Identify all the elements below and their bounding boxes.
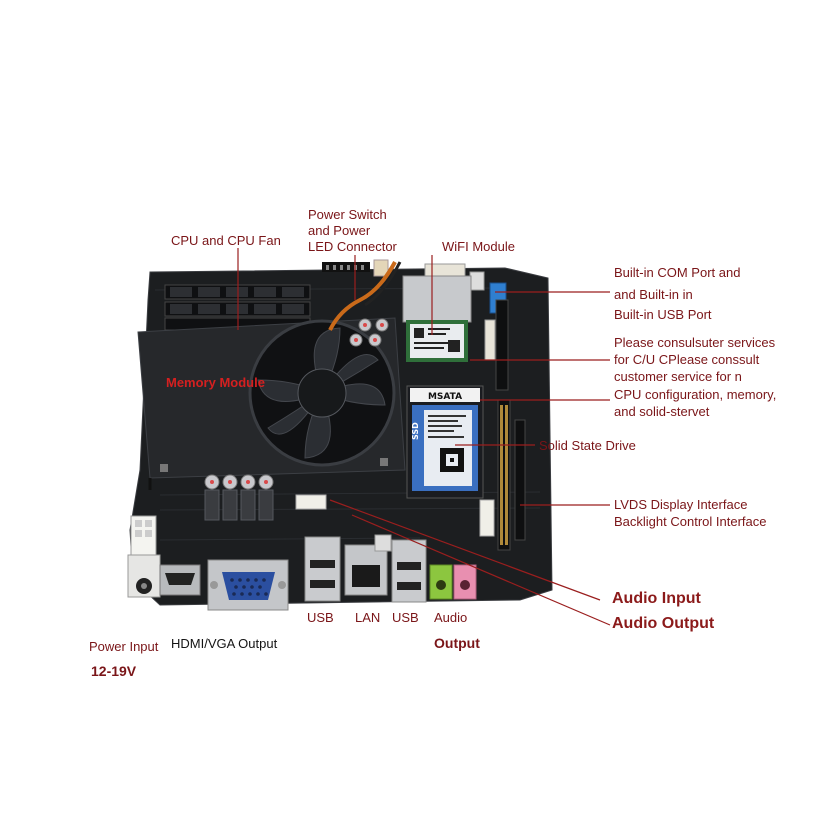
power-switch-label-line3: LED Connector — [308, 239, 397, 254]
service-note-line1: Please consulsuter services — [614, 335, 776, 350]
com-port-label-line2: and Built-in in — [614, 287, 693, 302]
msata-ssd: MSATA SSD — [406, 385, 484, 499]
service-note-line4: CPU configuration, memory, — [614, 387, 777, 402]
power-input-label: Power Input — [89, 639, 159, 654]
lvds-label-line1: LVDS Display Interface — [614, 497, 748, 512]
audio-short-label: Audio — [434, 610, 468, 625]
leader-lines — [237, 248, 611, 626]
power-switch-label-line1: Power Switch — [308, 207, 387, 222]
com-port-label-line3: Built-in USB Port — [614, 307, 712, 322]
wifi-module-label: WiFI Module — [442, 239, 515, 254]
ssd-label: Solid State Drive — [539, 438, 636, 453]
output-label: Output — [434, 635, 480, 651]
capacitors — [204, 318, 389, 521]
com-port-label-line1: Built-in COM Port and — [614, 265, 741, 280]
msata-label: MSATA — [428, 392, 462, 402]
cpu-fan-label: CPU and CPU Fan — [171, 233, 281, 248]
usb-left-label: USB — [307, 610, 334, 625]
audio-output-label: Audio Output — [612, 615, 715, 632]
rear-io — [127, 515, 477, 611]
ssd-brand-label: SSD — [411, 422, 420, 440]
service-note-line3: customer service for n — [614, 369, 742, 384]
service-note-line5: and solid-stervet — [614, 404, 710, 419]
wifi-module — [402, 275, 472, 362]
power-switch-label-line2: and Power — [308, 223, 371, 238]
audio-input-label: Audio Input — [612, 590, 701, 607]
voltage-label: 12-19V — [91, 663, 137, 679]
memory-module-label: Memory Module — [166, 375, 265, 390]
lan-label: LAN — [355, 610, 381, 625]
front-panel-header — [322, 259, 485, 331]
usb-right-label: USB — [392, 610, 419, 625]
hdmi-vga-label: HDMI/VGA Output — [171, 636, 278, 651]
service-note-line2: for C/U CPlease conssult — [614, 352, 760, 367]
small-connector — [295, 494, 327, 510]
cpu-fan — [248, 319, 396, 467]
lvds-label-line2: Backlight Control Interface — [614, 514, 767, 529]
